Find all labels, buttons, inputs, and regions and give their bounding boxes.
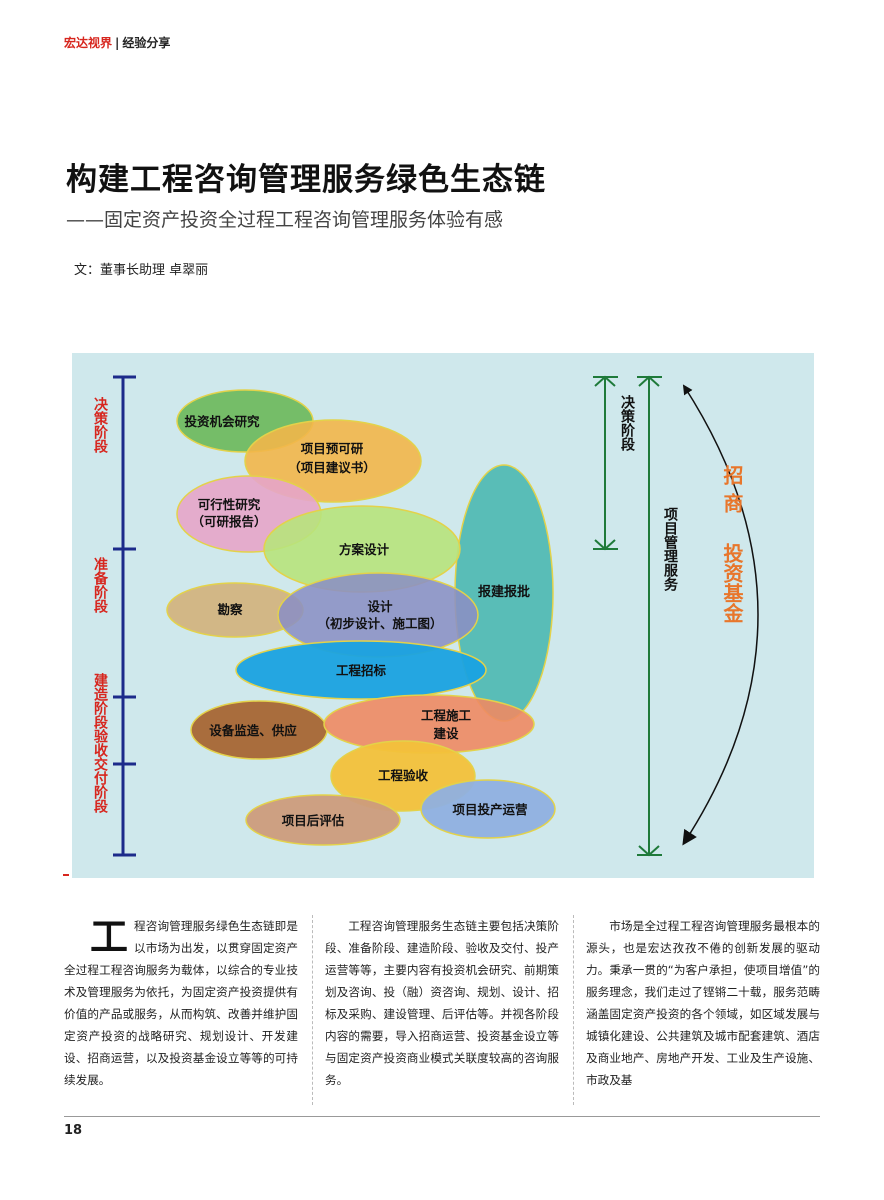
node-feasibility-label-1: 可行性研究	[198, 497, 261, 512]
node-investment-research-label: 投资机会研究	[184, 414, 260, 429]
body-column-3-text: 市场是全过程工程咨询管理服务最根本的源头，也是宏达孜孜不倦的创新发展的驱动力。秉…	[586, 919, 820, 1087]
node-survey-label: 勘察	[217, 602, 243, 617]
page-number: 18	[64, 1123, 83, 1138]
node-approval-label: 报建报批	[478, 584, 530, 600]
node-bidding: 工程招标	[235, 640, 487, 700]
node-prefeasibility-label-2: （项目建议书）	[288, 460, 376, 475]
decision-bracket-label: 决策阶段	[619, 394, 636, 452]
node-design: 设计 （初步设计、施工图）	[277, 572, 479, 658]
article-title: 构建工程咨询管理服务绿色生态链	[66, 162, 546, 198]
stage-axis	[113, 375, 136, 857]
funds-label-top: 招商	[720, 465, 744, 521]
management-bracket	[637, 375, 662, 857]
article-subtitle: ——固定资产投资全过程工程咨询管理服务体验有感	[66, 209, 504, 231]
stage-label-decision: 决策阶段	[92, 396, 109, 454]
management-bracket-label: 项目管理服务	[662, 507, 678, 592]
diagram-canvas: 决策阶段 准备阶段 建造阶段 验收交付阶段 报建报批 投资机会研究 项目预可研 …	[92, 375, 759, 857]
column-divider-1	[312, 915, 313, 1105]
node-acceptance-label: 工程验收	[378, 768, 429, 783]
decision-bracket	[593, 375, 618, 551]
running-header: 宏达视界|经验分享	[64, 34, 170, 51]
node-scheme-design: 方案设计	[263, 505, 461, 593]
section-label: 经验分享	[122, 36, 171, 50]
cycle-arc-arrow	[682, 385, 759, 846]
node-design-label-2: （初步设计、施工图）	[317, 616, 442, 631]
node-operation: 项目投产运营	[420, 779, 556, 839]
body-column-1: 工 程咨询管理服务绿色生态链即是以市场为出发，以贯穿固定资产全过程工程咨询服务为…	[64, 915, 298, 1091]
body-column-2-text: 工程咨询管理服务生态链主要包括决策阶段、准备阶段、建造阶段、验收及交付、投产运营…	[325, 919, 559, 1087]
body-column-2: 工程咨询管理服务生态链主要包括决策阶段、准备阶段、建造阶段、验收及交付、投产运营…	[325, 915, 559, 1091]
node-post-evaluation: 项目后评估	[245, 794, 401, 846]
column-divider-2	[573, 915, 574, 1105]
node-supervision-label: 设备监造、供应	[209, 723, 297, 738]
funds-label-bottom: 投资基金	[720, 542, 744, 623]
node-post-evaluation-label: 项目后评估	[282, 813, 345, 828]
node-construction-label-1: 工程施工	[421, 708, 472, 723]
red-mark	[63, 874, 69, 876]
node-prefeasibility: 项目预可研 （项目建议书）	[244, 419, 422, 503]
stage-label-acceptance: 验收交付阶段	[92, 728, 108, 814]
node-prefeasibility-label-1: 项目预可研	[301, 441, 364, 456]
stage-label-construction: 建造阶段	[92, 672, 108, 730]
article-author: 文：董事长助理 卓翠丽	[74, 263, 209, 278]
body-column-3: 市场是全过程工程咨询管理服务最根本的源头，也是宏达孜孜不倦的创新发展的驱动力。秉…	[586, 915, 820, 1091]
node-operation-label: 项目投产运营	[452, 802, 528, 817]
footer-rule	[64, 1116, 820, 1117]
header-separator: |	[115, 36, 120, 50]
node-construction-label-2: 建设	[433, 726, 459, 741]
ecosystem-diagram: 决策阶段 准备阶段 建造阶段 验收交付阶段 报建报批 投资机会研究 项目预可研 …	[72, 353, 814, 878]
drop-cap: 工	[90, 914, 129, 959]
node-supervision: 设备监造、供应	[190, 700, 328, 760]
node-feasibility-label-2: （可研报告）	[191, 514, 266, 529]
node-scheme-design-label: 方案设计	[339, 542, 390, 557]
node-design-label-1: 设计	[367, 599, 393, 614]
brand-label: 宏达视界	[64, 36, 113, 50]
node-bidding-label: 工程招标	[336, 663, 387, 678]
body-column-1-text: 程咨询管理服务绿色生态链即是以市场为出发，以贯穿固定资产全过程工程咨询服务为载体…	[64, 919, 298, 1087]
stage-label-preparation: 准备阶段	[92, 556, 109, 614]
node-construction: 工程施工 建设	[323, 694, 535, 754]
